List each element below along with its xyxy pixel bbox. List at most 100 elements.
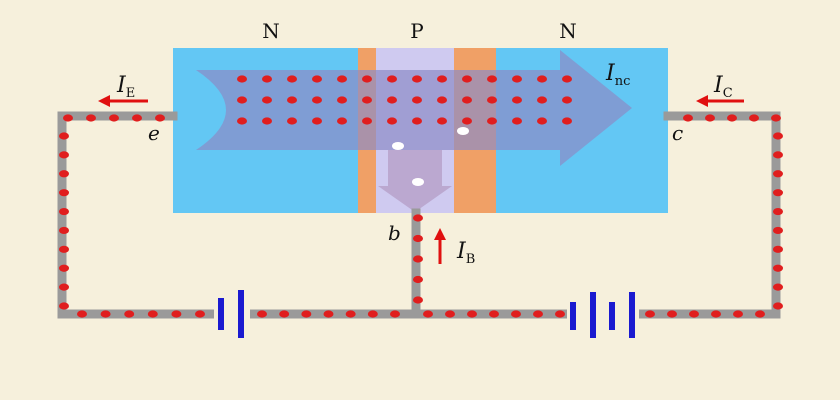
electron [512,75,522,83]
electron [773,226,783,235]
electron [445,310,455,318]
electron [749,114,759,122]
electron [487,96,497,104]
electron [337,117,347,125]
electron-flow-arrow [196,50,632,166]
terminal-label-base: b [388,221,401,245]
electron [387,75,397,83]
electron [537,96,547,104]
electron [287,75,297,83]
electron [367,310,378,318]
electron [337,75,347,83]
collector-current-arrow [696,95,744,107]
electron [312,117,322,125]
electron [733,310,743,318]
electron [462,96,472,104]
electron [689,310,699,318]
electron [489,310,499,318]
electron [171,310,182,318]
electron [59,151,69,159]
electron [773,189,783,197]
electron [773,264,783,272]
electron [195,310,205,318]
emitter-battery [214,290,250,338]
electron [287,96,297,104]
electron [262,96,272,104]
electron [773,207,783,216]
electron [63,114,73,122]
electron [413,275,423,284]
electron [437,96,447,104]
electron [59,283,69,291]
current-label-nc: Inc [605,61,630,89]
region-label-n-left: N [262,19,280,43]
electron [412,117,422,125]
electron [362,117,372,125]
electron [462,75,472,83]
collector-battery [567,292,639,338]
electron [59,170,69,178]
electron [312,75,322,83]
electron [423,310,433,318]
electron [511,310,521,318]
electron [773,302,783,310]
electron [237,75,247,83]
electron [727,114,737,122]
electron [437,75,447,83]
electron [562,96,572,104]
electron [59,226,69,235]
electron [467,310,477,318]
electron [59,302,69,310]
electron [413,255,423,263]
electron [387,96,397,104]
electron [59,207,69,216]
electron [773,283,783,291]
electron [155,114,165,122]
current-arrows [98,95,744,264]
electron [345,310,356,318]
electron [59,189,69,197]
electron [705,114,715,122]
electron [237,117,247,125]
electron [390,310,400,318]
electron [287,117,297,125]
terminal-label-emitter: e [148,121,160,145]
electron [77,310,87,318]
electron [487,75,497,83]
electron [537,117,547,125]
electron [667,310,677,318]
hole [392,142,404,150]
electron [387,117,397,125]
electron [124,310,135,318]
electron [412,96,422,104]
electron [512,96,522,104]
electron [109,114,119,122]
electron [362,96,372,104]
electron [773,132,783,140]
electron [413,296,423,304]
electron [237,96,247,104]
hole [412,178,424,186]
holes [392,127,469,186]
electron [337,96,347,104]
electron [773,151,783,159]
emitter-current-arrow [98,95,148,107]
electron [279,310,290,318]
electron [262,75,272,83]
electron [59,132,69,140]
electron [147,310,158,318]
electron [773,245,783,253]
electron [771,114,781,122]
electron [711,310,721,318]
electron [512,117,522,125]
electron [132,114,142,122]
electron [86,114,96,122]
electron [323,310,334,318]
electron [683,114,693,122]
electron [413,234,423,243]
current-label-emitter: IE [116,73,135,101]
electron [562,117,572,125]
current-label-base: IB [456,239,475,267]
electron [437,117,447,125]
region-label-p: P [410,19,423,43]
